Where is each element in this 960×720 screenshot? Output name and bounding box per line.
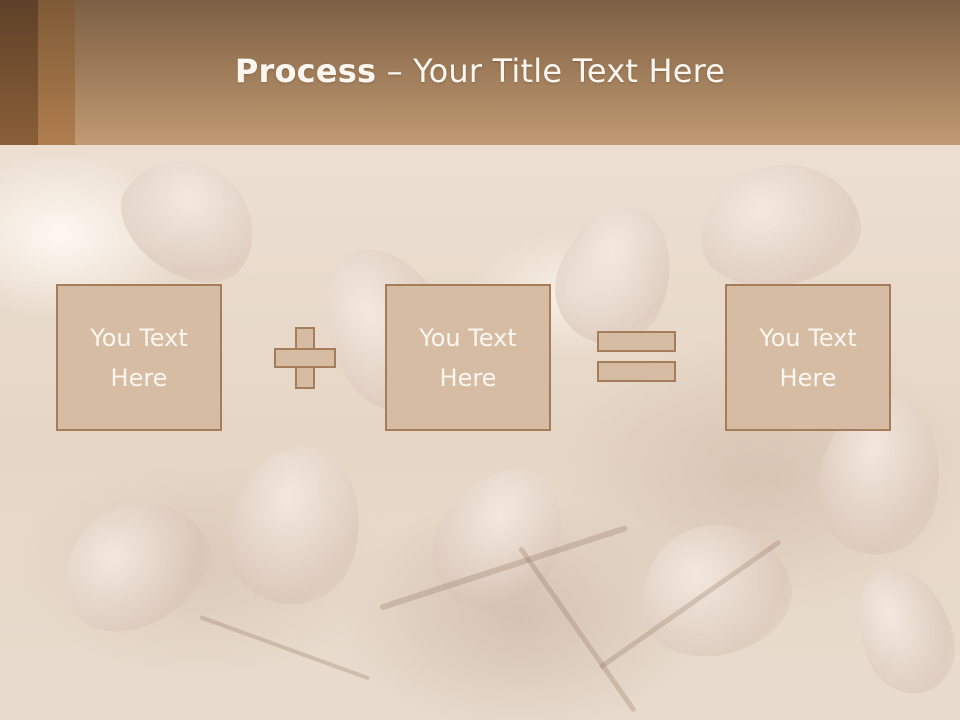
process-box-2-text: You Text Here: [419, 323, 517, 392]
slide-title-bold: Process: [234, 52, 377, 90]
accent-strip-dark: [0, 0, 38, 145]
title-band: Process – Your Title Text Here: [0, 0, 960, 145]
slide-title[interactable]: Process – Your Title Text Here: [0, 52, 960, 90]
process-box-2[interactable]: You Text Here: [385, 284, 551, 431]
process-box-3-text: You Text Here: [759, 323, 857, 392]
process-box-1[interactable]: You Text Here: [56, 284, 222, 431]
accent-strip-light: [38, 0, 75, 145]
slide-title-rest: – Your Title Text Here: [376, 52, 726, 90]
process-box-1-text: You Text Here: [90, 323, 188, 392]
process-box-3[interactable]: You Text Here: [725, 284, 891, 431]
floral-background-image: [0, 134, 960, 720]
